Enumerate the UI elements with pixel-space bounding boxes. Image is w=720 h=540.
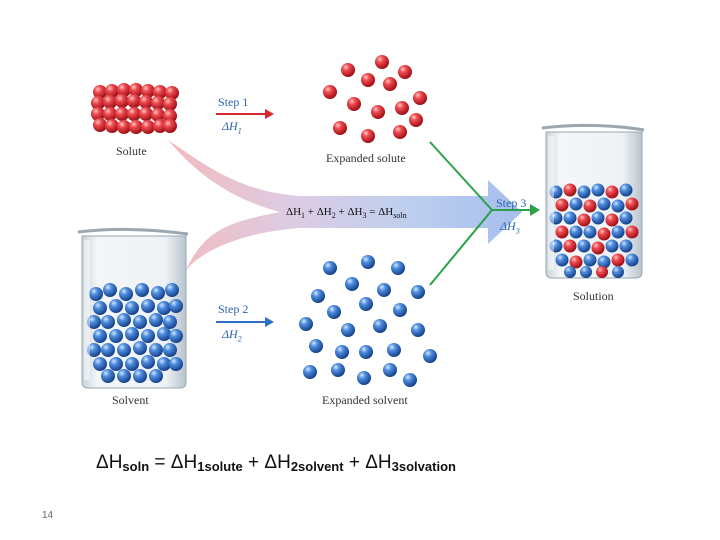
solute-crystal (91, 83, 179, 134)
expanded-solvent-label: Expanded solvent (322, 393, 408, 407)
step1-arrow (216, 109, 274, 119)
solution-beaker (541, 123, 645, 279)
expanded-solvent-particles (299, 255, 437, 387)
dh3-label: ΔH3 (500, 219, 520, 236)
step1-label: Step 1 (218, 95, 249, 109)
green-arrows (429, 141, 540, 286)
solution-label: Solution (573, 289, 614, 303)
expanded-solute-particles (323, 55, 427, 143)
solvent-beaker (77, 227, 189, 389)
arrow-equation: ΔH1 + ΔH2 + ΔH3 = ΔHsoln (286, 206, 407, 221)
step3-label: Step 3 (496, 196, 527, 210)
solvent-label: Solvent (112, 393, 149, 407)
expanded-solute-label: Expanded solute (326, 151, 406, 165)
solute-label: Solute (116, 144, 147, 158)
page-number: 14 (42, 510, 54, 521)
dh1-label: ΔH1 (222, 119, 242, 136)
dh2-label: ΔH2 (222, 327, 242, 344)
step2-label: Step 2 (218, 302, 249, 316)
combined-arrow (168, 140, 522, 272)
main-equation: ΔHsoln = ΔH1solute + ΔH2solvent + ΔH3sol… (96, 452, 456, 474)
step2-arrow (216, 317, 274, 327)
